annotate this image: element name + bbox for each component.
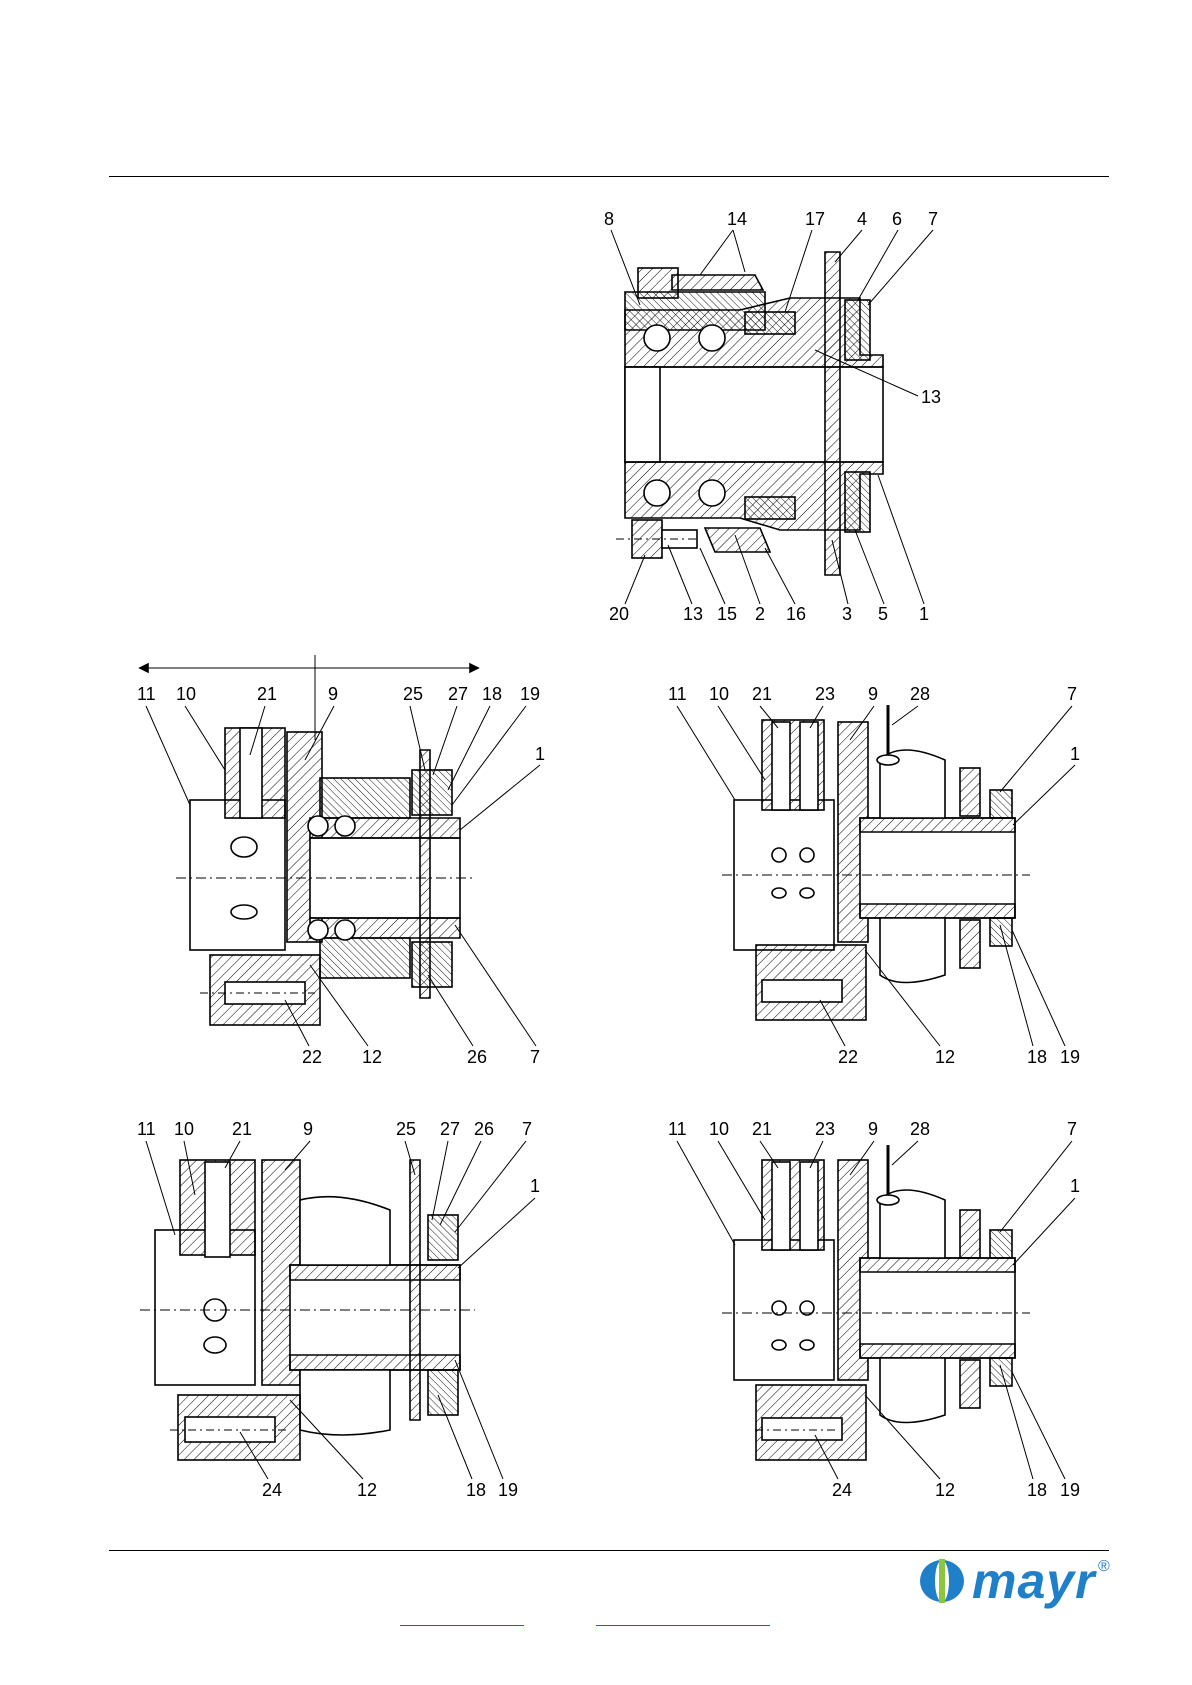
- callout: 12: [362, 1047, 382, 1067]
- callout: 17: [805, 209, 825, 229]
- callout: 26: [474, 1119, 494, 1139]
- callout: 28: [910, 1119, 930, 1139]
- callout: 19: [1060, 1480, 1080, 1500]
- callout: 21: [752, 1119, 772, 1139]
- callout: 9: [303, 1119, 313, 1139]
- callout: 12: [935, 1047, 955, 1067]
- callout: 12: [357, 1480, 377, 1500]
- shaft-bore: [625, 367, 883, 462]
- registered-mark: ®: [1098, 1558, 1110, 1576]
- callout: 12: [935, 1480, 955, 1500]
- footer-link-1[interactable]: [400, 1611, 524, 1626]
- callout: 7: [522, 1119, 532, 1139]
- callout: 27: [440, 1119, 460, 1139]
- callout: 21: [257, 684, 277, 704]
- callout: 2: [755, 604, 765, 624]
- mayr-logo-mark-icon: [918, 1557, 966, 1605]
- callout: 28: [910, 684, 930, 704]
- callout: 9: [868, 1119, 878, 1139]
- callout: 21: [232, 1119, 252, 1139]
- callout: 10: [709, 1119, 729, 1139]
- drawing-top: [616, 252, 883, 575]
- callout: 1: [530, 1176, 540, 1196]
- callout: 23: [815, 684, 835, 704]
- callout: 1: [1070, 1176, 1080, 1196]
- callout: 21: [752, 684, 772, 704]
- callout: 5: [878, 604, 888, 624]
- drawing-mid-left: [140, 655, 478, 1025]
- callout: 10: [176, 684, 196, 704]
- callout: 15: [717, 604, 737, 624]
- callout: 11: [668, 684, 687, 704]
- mayr-logo: mayr ®: [918, 1552, 1096, 1610]
- callout: 10: [174, 1119, 194, 1139]
- callout: 9: [328, 684, 338, 704]
- callout: 22: [302, 1047, 322, 1067]
- callout: 13: [921, 387, 941, 407]
- callout: 8: [604, 209, 614, 229]
- callout: 25: [396, 1119, 416, 1139]
- callout: 1: [919, 604, 929, 624]
- callout: 7: [1067, 684, 1077, 704]
- callout: 11: [137, 1119, 156, 1139]
- callout: 18: [466, 1480, 486, 1500]
- callout: 11: [668, 1119, 687, 1139]
- footer-link-2[interactable]: [596, 1611, 770, 1626]
- logo-wordmark: mayr: [972, 1552, 1096, 1610]
- drawing-bot-left: [140, 1160, 475, 1460]
- callout: 26: [467, 1047, 487, 1067]
- callout: 14: [727, 209, 747, 229]
- callout: 18: [1027, 1047, 1047, 1067]
- callout: 11: [137, 684, 156, 704]
- callout: 18: [482, 684, 502, 704]
- callout: 16: [786, 604, 806, 624]
- callout: 19: [520, 684, 540, 704]
- callout: 9: [868, 684, 878, 704]
- callout: 19: [1060, 1047, 1080, 1067]
- callout: 27: [448, 684, 468, 704]
- callout: 3: [842, 604, 852, 624]
- callout: 23: [815, 1119, 835, 1139]
- drawing-mid-right: [722, 705, 1030, 1020]
- callout: 18: [1027, 1480, 1047, 1500]
- callout: 13: [683, 604, 703, 624]
- callout: 7: [530, 1047, 540, 1067]
- callout: 1: [1070, 744, 1080, 764]
- callout: 4: [857, 209, 867, 229]
- callout: 22: [838, 1047, 858, 1067]
- callout: 7: [1067, 1119, 1077, 1139]
- callout: 10: [709, 684, 729, 704]
- callout: 1: [535, 744, 545, 764]
- callout: 19: [498, 1480, 518, 1500]
- callout: 20: [609, 604, 629, 624]
- drawing-bot-right: [722, 1145, 1030, 1460]
- callout: 25: [403, 684, 423, 704]
- callout: 7: [928, 209, 938, 229]
- callout: 24: [832, 1480, 852, 1500]
- callout: 6: [892, 209, 902, 229]
- callout: 24: [262, 1480, 282, 1500]
